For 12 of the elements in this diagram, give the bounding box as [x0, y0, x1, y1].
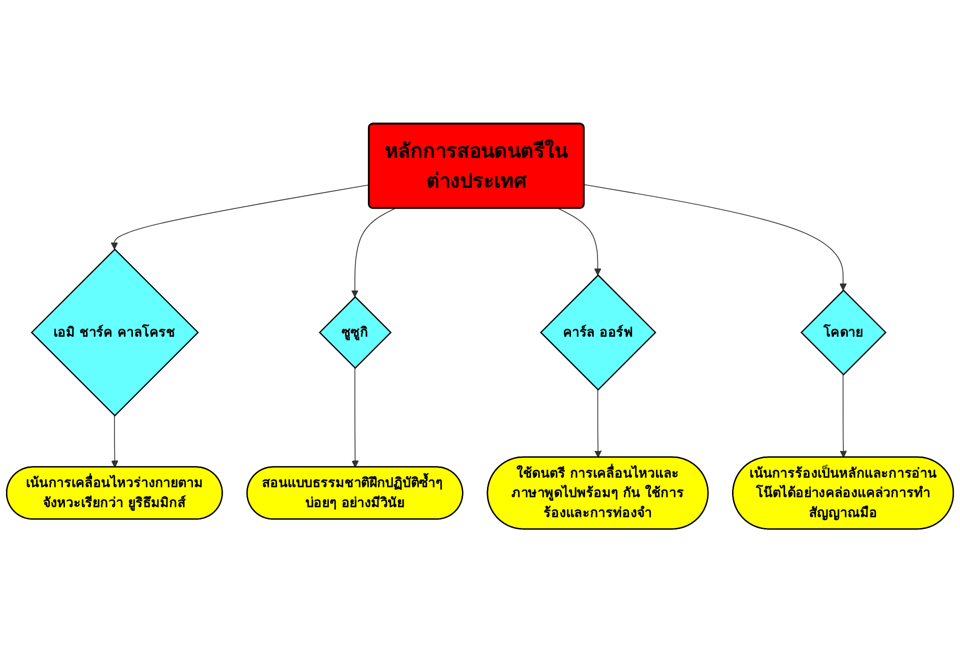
arrow	[111, 414, 118, 468]
arrow	[594, 389, 602, 458]
node-diamond: เอมิ ชาร์ค คาลโครช	[30, 248, 199, 416]
arrow	[351, 208, 396, 297]
arrow	[584, 184, 847, 290]
arrow	[558, 208, 602, 276]
node-diamond: คาร์ล ออร์ฟ	[540, 274, 656, 390]
node-diamond: ซูซูกิ	[318, 296, 392, 369]
arrow	[110, 184, 370, 250]
node-diamond: โคดาย	[800, 289, 887, 376]
arrow	[840, 374, 848, 458]
arrow	[352, 367, 359, 468]
